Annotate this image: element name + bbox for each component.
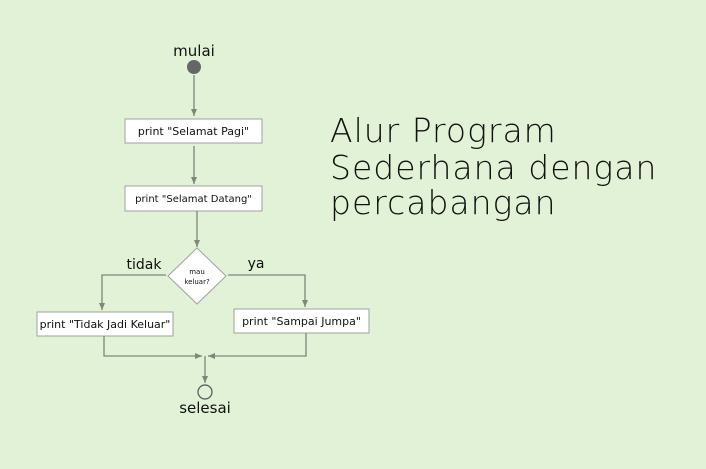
step-tidak-jadi-keluar xyxy=(36,311,174,337)
start-node xyxy=(187,60,201,74)
end-node xyxy=(197,384,213,400)
connector-no xyxy=(99,274,166,310)
step-selamat-datang-text: print "Selamat Datang" xyxy=(135,194,252,205)
title-line-3: percabangan xyxy=(330,183,556,222)
branch-yes-label: ya xyxy=(248,256,265,272)
step-selamat-pagi xyxy=(124,118,263,144)
connector-yes xyxy=(228,274,308,307)
title-line-1: Alur Program xyxy=(330,111,557,150)
step-selamat-datang xyxy=(124,185,263,212)
start-label: mulai xyxy=(173,42,215,60)
step-sampai-jumpa xyxy=(233,308,370,334)
branch-no-label: tidak xyxy=(127,257,163,273)
step-tidak-jadi-keluar-text: print "Tidak Jadi Keluar" xyxy=(40,318,171,331)
decision-text-1: mau xyxy=(189,268,205,276)
decision-node xyxy=(167,247,227,305)
decision-text-2: keluar? xyxy=(184,278,210,286)
end-label: selesai xyxy=(179,399,231,417)
step-sampai-jumpa-text: print "Sampai Jumpa" xyxy=(242,315,361,328)
step-selamat-pagi-text: print "Selamat Pagi" xyxy=(138,125,249,138)
connector-merge-right xyxy=(208,333,307,359)
connector-merge-left xyxy=(103,336,202,359)
title-line-2: Sederhana dengan xyxy=(330,148,657,187)
